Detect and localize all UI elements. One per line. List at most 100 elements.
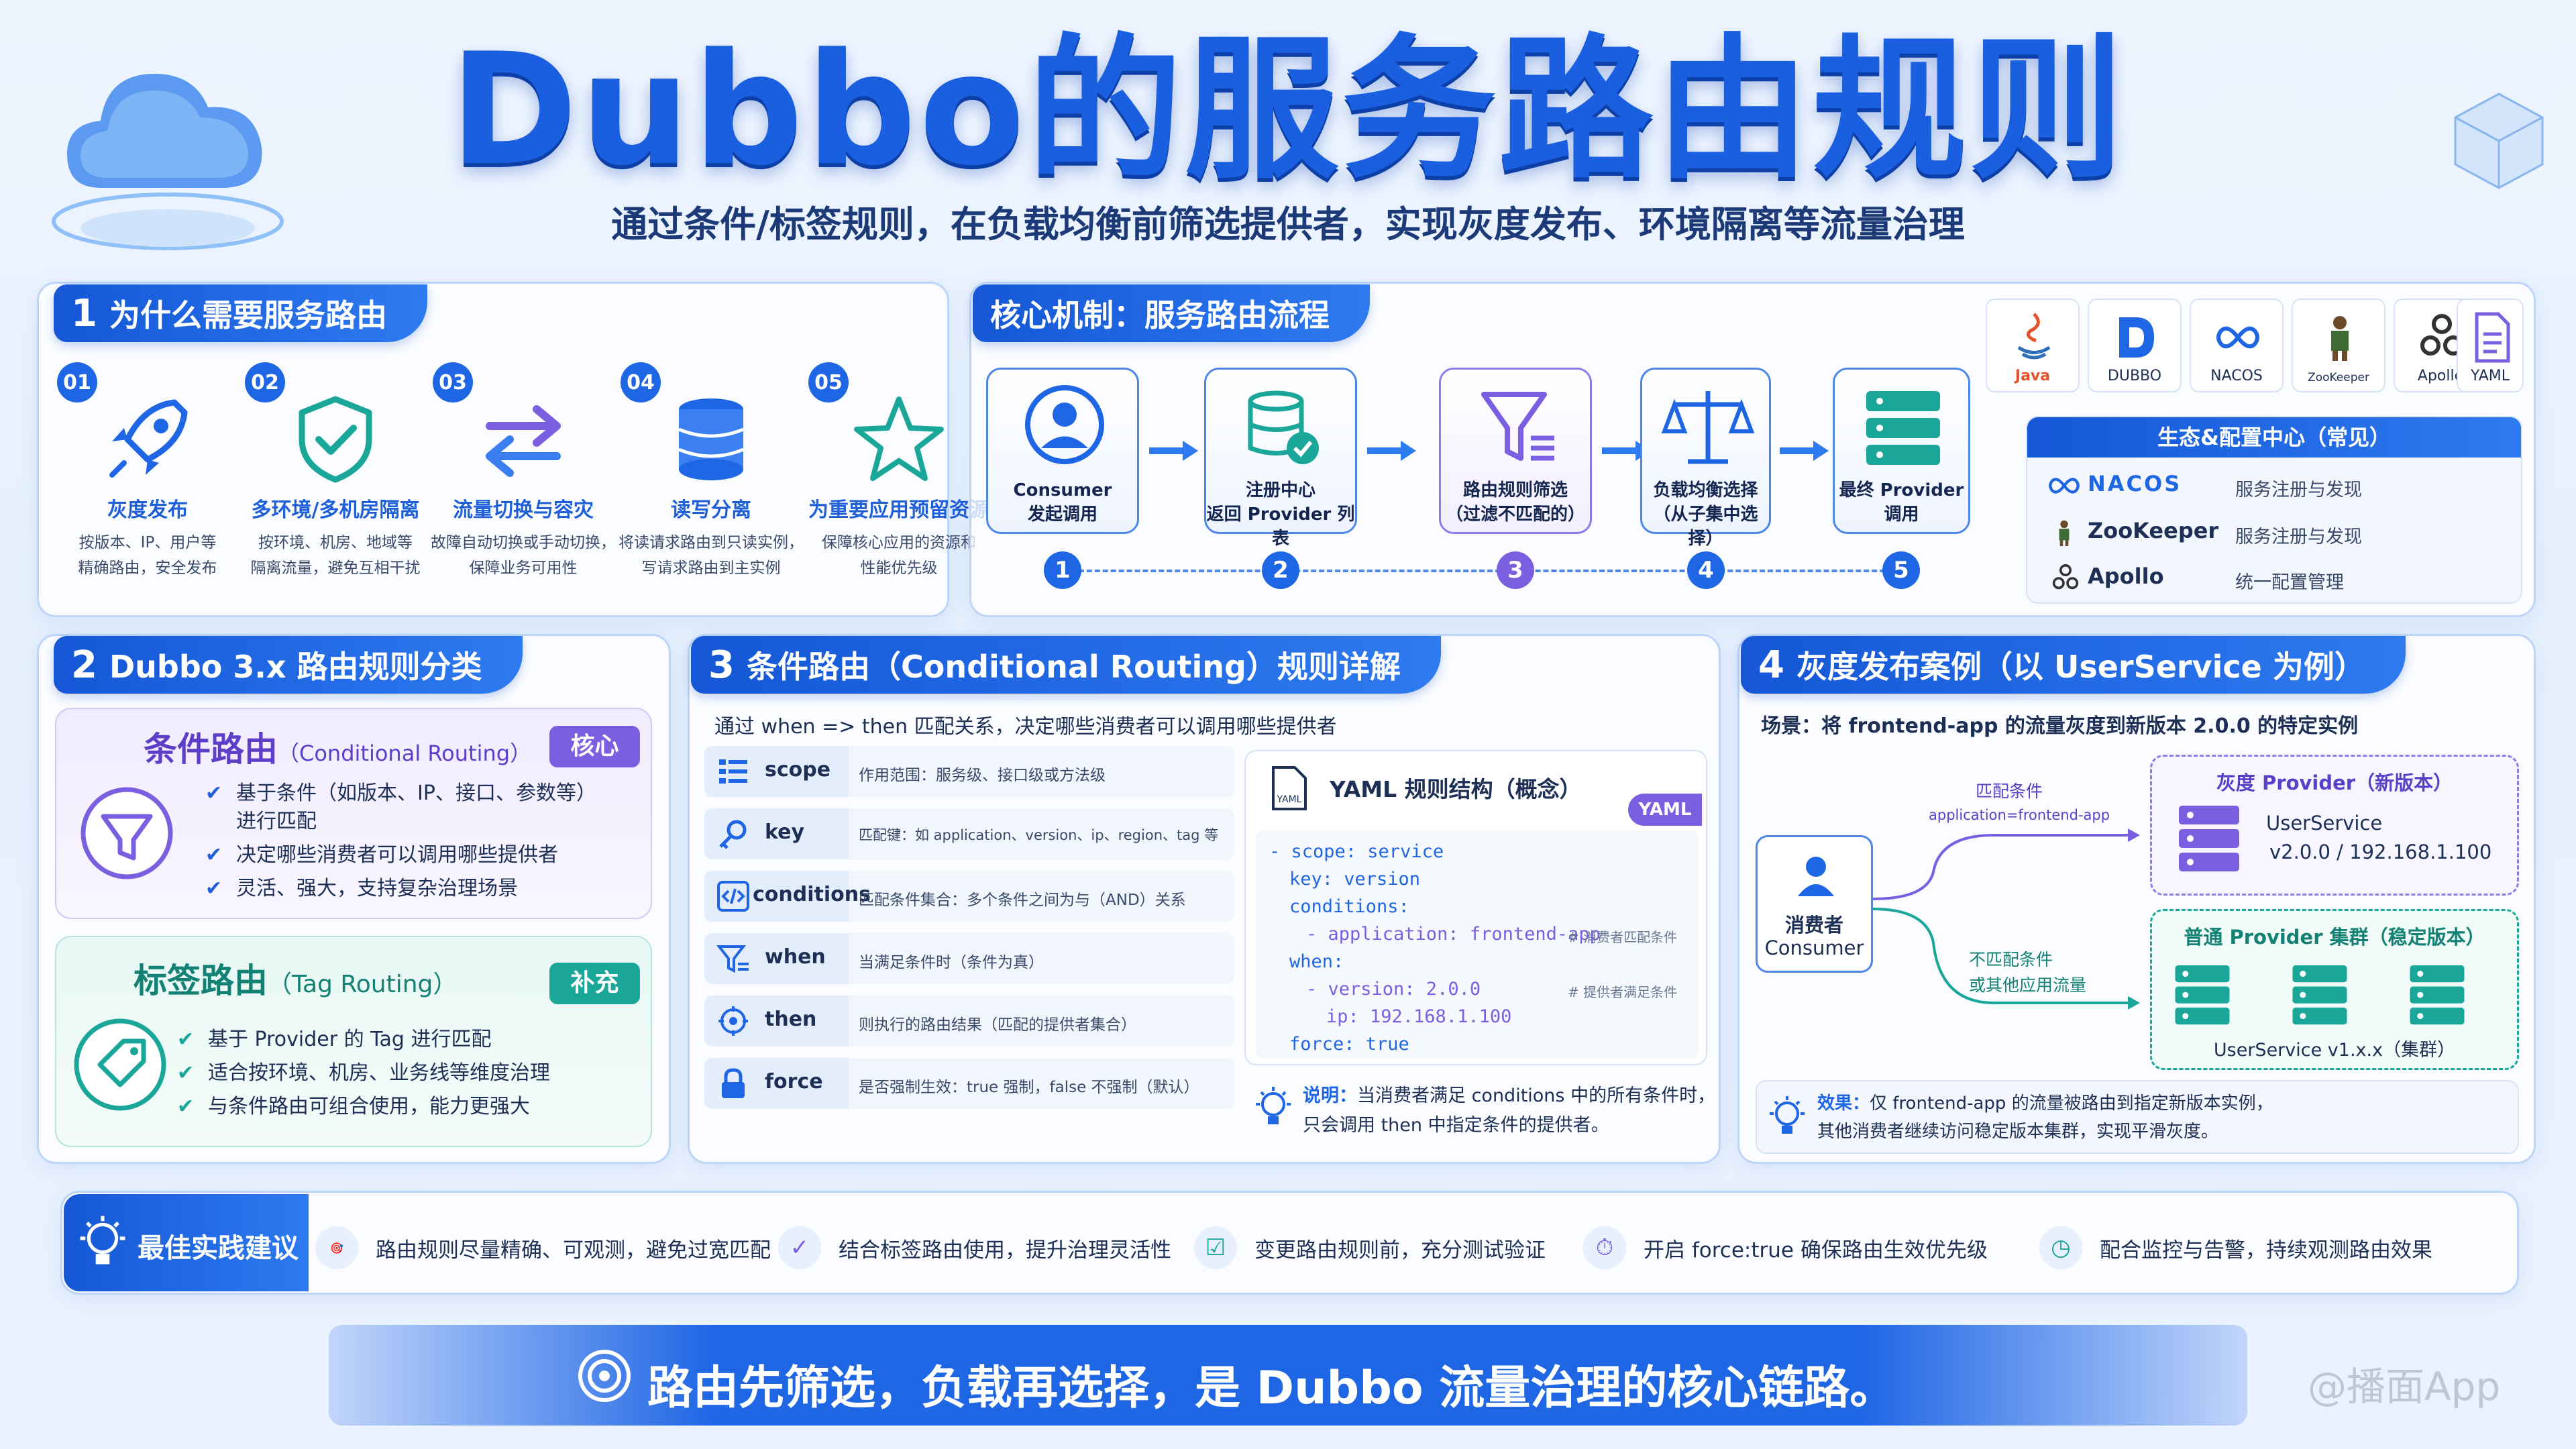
nacos-icon xyxy=(2216,326,2259,349)
database-check-icon xyxy=(1248,390,1319,464)
best-item: ⏱开启 force:true 确保路由生效优先级 xyxy=(1583,1221,1988,1275)
key-icon xyxy=(719,820,747,849)
flow-dashed-line xyxy=(1063,570,1901,572)
detail-intro: 通过 when => then 匹配关系，决定哪些消费者可以调用哪些提供者 xyxy=(714,715,1337,739)
cond-badge: 核心 xyxy=(549,726,640,767)
why-item-gray: 01 灰度发布 按版本、IP、用户等精确路由，安全发布 xyxy=(57,362,238,604)
page-title: Dubbo的服务路由规则 xyxy=(449,21,2127,200)
svg-text:YAML: YAML xyxy=(1277,794,1302,805)
best-item: 🎯路由规则尽量精确、可观测，避免过宽匹配 xyxy=(315,1221,771,1275)
server-icon xyxy=(2292,965,2347,1025)
scale-icon xyxy=(1661,391,1755,464)
database-icon xyxy=(678,398,744,480)
match-cond: application=frontend-app xyxy=(1929,807,2110,823)
step-dot: 5 xyxy=(1882,551,1920,589)
step-dot: 2 xyxy=(1262,551,1299,589)
star-icon xyxy=(854,396,944,481)
gray-scene: 场景：将 frontend-app 的流量灰度到新版本 2.0.0 的特定实例 xyxy=(1761,714,2359,738)
tag-badge: 补充 xyxy=(549,963,640,1004)
yaml-code: - scope: service key: version conditions… xyxy=(1256,830,1699,1059)
check-icon: ✔ xyxy=(205,843,223,867)
server-icon xyxy=(2410,965,2465,1025)
page-subtitle: 通过条件/标签规则，在负载均衡前筛选提供者，实现灰度发布、环境隔离等流量治理 xyxy=(611,203,1965,246)
zookeeper-icon xyxy=(2059,520,2070,546)
best-item: ◷配合监控与告警，持续观测路由效果 xyxy=(2039,1221,2432,1275)
gray-provider-box: 灰度 Provider（新版本） UserService v2.0.0 / 19… xyxy=(2150,755,2519,896)
test-icon: ☑ xyxy=(1194,1226,1237,1269)
check-circle-icon: ✓ xyxy=(778,1226,821,1269)
stable-provider-box: 普通 Provider 集群（稳定版本） UserService v1.x.x（… xyxy=(2150,909,2519,1070)
lightbulb-icon xyxy=(80,1216,125,1265)
eco-logos: Java DUBBO NACOS ZooKeeper Apollo xyxy=(1986,299,2522,399)
flow-step-router: 路由规则筛选（过滤不匹配的） xyxy=(1439,368,1592,534)
lightbulb-icon xyxy=(1770,1096,1805,1134)
why-item-readwrite: 04 读写分离 将读请求路由到只读实例，写请求路由到主实例 xyxy=(619,362,804,604)
cloud-icon xyxy=(52,74,284,250)
shield-check-icon xyxy=(299,396,372,483)
flow-step-registry: 注册中心返回 Provider 列表 xyxy=(1204,368,1357,549)
check-icon: ✔ xyxy=(205,877,223,900)
target-icon xyxy=(578,1350,631,1402)
tag-rule-title: 标签路由（Tag Routing） xyxy=(133,961,458,1000)
lock-icon xyxy=(722,1068,745,1098)
tag-icon xyxy=(74,1018,166,1111)
rocket-icon xyxy=(109,399,188,478)
zookeeper-logo: ZooKeeper xyxy=(2292,299,2385,392)
watermark: @播面App xyxy=(2308,1364,2501,1409)
footer-slogan: 路由先筛选，负载再选择，是 Dubbo 流量治理的核心链路。 xyxy=(647,1362,1896,1415)
check-icon: ✔ xyxy=(177,1028,195,1051)
lightbulb-icon xyxy=(1256,1087,1291,1124)
target-icon xyxy=(718,1006,748,1036)
why-items: 01 灰度发布 按版本、IP、用户等精确路由，安全发布 02 多环境/多机房隔离… xyxy=(57,362,989,604)
server-icon xyxy=(1866,391,1940,465)
gray-effect-card: 效果：仅 frontend-app 的流量被路由到指定新版本实例， 其他消费者继… xyxy=(1756,1080,2519,1154)
detail-note: 说明：当消费者满足 conditions 中的所有条件时， 只会调用 then … xyxy=(1303,1085,1716,1136)
dubbo-logo: DUBBO xyxy=(2088,299,2182,392)
java-icon xyxy=(2017,313,2051,360)
filter-icon xyxy=(1481,392,1554,461)
best-item: ☑变更路由规则前，充分测试验证 xyxy=(1194,1221,1546,1275)
match-label: 匹配条件 xyxy=(1976,782,2043,801)
best-title-tag: 最佳实践建议 xyxy=(64,1194,309,1291)
code-icon xyxy=(717,881,749,912)
nacos-logo: NACOS xyxy=(2190,299,2284,392)
yaml-card-title: YAML 规则结构（概念） xyxy=(1330,776,1582,802)
list-icon xyxy=(719,759,747,784)
cond-rule-title: 条件路由（Conditional Routing） xyxy=(144,730,532,769)
user-icon xyxy=(1798,857,1834,896)
footer-banner: 路由先筛选，负载再选择，是 Dubbo 流量治理的核心链路。 xyxy=(329,1325,2247,1426)
switch-arrows-icon xyxy=(486,405,561,477)
dubbo-icon xyxy=(2119,317,2154,358)
eco-row-nacos: NACOS 服务注册与发现 xyxy=(2047,466,2517,506)
file-icon: YAML xyxy=(1272,766,1307,810)
check-icon: ✔ xyxy=(177,1061,195,1085)
why-item-isolation: 02 多环境/多机房隔离 按环境、机房、地域等隔离流量，避免互相干扰 xyxy=(245,362,426,604)
cube-icon xyxy=(2454,93,2544,189)
nacos-icon xyxy=(2049,478,2080,494)
flow-arrow-icon xyxy=(1780,441,1829,461)
eco-row-zookeeper: ZooKeeper 服务注册与发现 xyxy=(2047,513,2517,553)
server-icon xyxy=(2175,965,2230,1025)
best-item: ✓结合标签路由使用，提升治理灵活性 xyxy=(778,1221,1171,1275)
flow-arrow-icon xyxy=(1367,441,1416,461)
apollo-icon xyxy=(2052,564,2079,590)
cond-rule-card: 条件路由（Conditional Routing） 核心 ✔ 基于条件（如版本、… xyxy=(55,708,652,919)
flow-section-tag: 核心机制：服务路由流程 xyxy=(973,284,1370,342)
gray-route-lines xyxy=(1873,828,2140,1010)
step-dot: 3 xyxy=(1497,551,1534,589)
monitor-icon: ◷ xyxy=(2039,1226,2082,1269)
best-panel xyxy=(60,1191,2519,1295)
nomatch-label: 不匹配条件或其他应用流量 xyxy=(1969,950,2087,995)
server-icon xyxy=(2179,806,2239,871)
check-icon: ✔ xyxy=(205,782,223,805)
